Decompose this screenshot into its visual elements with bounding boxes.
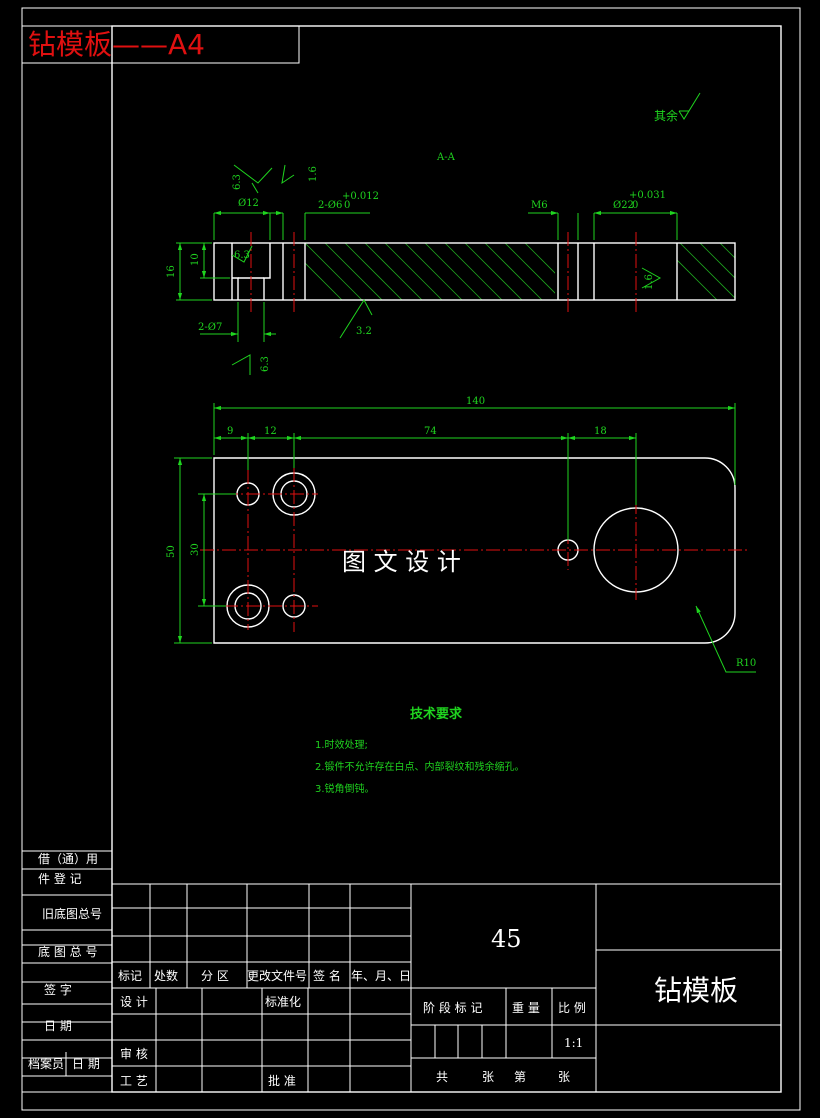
ra-3-2: 3.2 bbox=[356, 326, 372, 337]
tb-process: 工 艺 bbox=[120, 1074, 148, 1088]
tol-zero-a: 0 bbox=[344, 200, 350, 211]
dim-10: 10 bbox=[190, 253, 201, 266]
sheet-title: 钻模板——A4 bbox=[28, 28, 205, 61]
section-label: A-A bbox=[436, 152, 456, 163]
tech-heading: 技术要求 bbox=[410, 706, 463, 722]
roughness-symbol bbox=[678, 92, 701, 120]
side-r4: 签 字 bbox=[44, 982, 72, 997]
ra-1-6-b: 1.6 bbox=[644, 274, 655, 290]
tb-total: 共 bbox=[436, 1070, 448, 1084]
side-r1b: 件 登 记 bbox=[38, 871, 82, 886]
tb-sheet-no: 第 bbox=[514, 1070, 526, 1084]
dim-18: 18 bbox=[594, 426, 607, 437]
dim-2d7: 2-Ø7 bbox=[198, 322, 222, 333]
dim-30: 30 bbox=[190, 543, 201, 556]
dim-50: 50 bbox=[166, 545, 177, 558]
tech-item-1: 1.时效处理; bbox=[315, 738, 368, 751]
side-r5: 日 期 bbox=[44, 1019, 72, 1033]
tb-h-date: 年、月、日 bbox=[351, 969, 411, 983]
tb-approve: 批 准 bbox=[268, 1073, 296, 1088]
dim-16: 16 bbox=[166, 265, 177, 278]
dim-2d6: 2-Ø6 bbox=[318, 200, 342, 211]
tb-h-zone: 分 区 bbox=[201, 969, 229, 983]
tb-scale: 1:1 bbox=[564, 1036, 583, 1050]
side-r6a: 档案员 bbox=[28, 1056, 64, 1071]
side-r2: 旧底图总号 bbox=[42, 906, 102, 921]
tol-zero-b: 0 bbox=[632, 200, 638, 211]
tech-item-3: 3.锐角倒钝。 bbox=[315, 782, 375, 795]
plan-view bbox=[200, 457, 750, 644]
dim-74: 74 bbox=[424, 426, 437, 437]
tb-sheets: 张 bbox=[482, 1070, 494, 1084]
tb-h-sign: 签 名 bbox=[313, 968, 341, 983]
section-view bbox=[213, 232, 736, 312]
tb-material: 45 bbox=[491, 925, 522, 953]
tb-h-mark: 标记 bbox=[118, 969, 142, 983]
tb-h-docno: 更改文件号 bbox=[247, 968, 307, 983]
tb-review: 审 核 bbox=[120, 1046, 148, 1061]
tb-part-name: 钻模板 bbox=[654, 974, 738, 1007]
ra-6-3-a: 6.3 bbox=[232, 174, 243, 190]
dim-9: 9 bbox=[227, 426, 233, 437]
ra-1-6-a: 1.6 bbox=[308, 166, 319, 182]
tb-standard: 标准化 bbox=[265, 995, 301, 1009]
dim-12: 12 bbox=[264, 426, 277, 437]
dim-m6: M6 bbox=[531, 200, 548, 211]
outer-border bbox=[21, 7, 801, 1111]
tb-weight: 重 量 bbox=[512, 1001, 540, 1015]
ra-6-3-c: 6.3 bbox=[260, 356, 271, 372]
side-table bbox=[22, 850, 112, 1077]
title-block bbox=[112, 883, 781, 1092]
ra-6-3-b: 6.3 bbox=[234, 250, 250, 261]
watermark: 图 文 设 计 bbox=[342, 548, 461, 576]
tb-design: 设 计 bbox=[120, 995, 148, 1009]
tb-stage: 阶 段 标 记 bbox=[423, 1000, 482, 1015]
tb-sheets2: 张 bbox=[558, 1070, 570, 1084]
tol-031-up: +0.031 bbox=[629, 190, 666, 201]
dim-r10: R10 bbox=[736, 658, 756, 669]
dim-d22: Ø22 bbox=[613, 200, 634, 211]
tb-h-count: 处数 bbox=[154, 968, 178, 983]
dim-d12: Ø12 bbox=[238, 198, 259, 209]
side-r1a: 借（通）用 bbox=[38, 852, 98, 866]
tech-item-2: 2.锻件不允许存在白点、内部裂纹和残余缩孔。 bbox=[315, 760, 525, 773]
plan-dimensions bbox=[174, 403, 756, 673]
side-r3: 底 图 总 号 bbox=[38, 944, 97, 959]
dim-140: 140 bbox=[466, 396, 485, 407]
surface-note: 其余 bbox=[654, 108, 678, 123]
side-r6b: 日 期 bbox=[72, 1057, 100, 1071]
tb-scale-label: 比 例 bbox=[558, 1001, 586, 1015]
title-box bbox=[21, 25, 300, 64]
tol-012-up: +0.012 bbox=[342, 191, 379, 202]
inner-frame bbox=[111, 25, 782, 1093]
section-dimensions bbox=[176, 164, 678, 375]
